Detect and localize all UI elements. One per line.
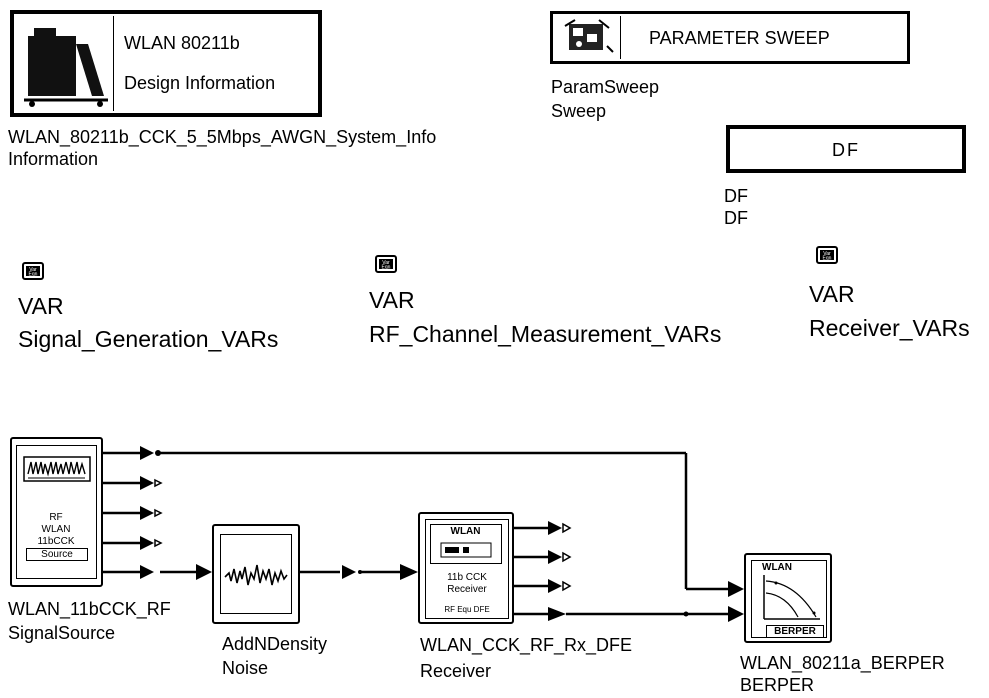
var-name-label: Signal_Generation_VARs [18, 326, 279, 352]
design-info-line1: WLAN 80211b [124, 33, 240, 53]
sweep-icon [564, 19, 614, 53]
param-sweep-icon-panel [555, 16, 621, 59]
svg-text:Var: Var [29, 267, 37, 273]
receiver-inner-top: WLAN [450, 526, 481, 537]
df-title: DF [832, 140, 860, 160]
param-sweep-title: PARAMETER SWEEP [649, 28, 830, 48]
receiver-screen-icon [440, 542, 492, 558]
receiver-inner-bottom: RF Equ DFE [444, 605, 490, 614]
svg-text:Eqn: Eqn [823, 256, 832, 262]
signal-source-inner-line3: 11bCCK [37, 536, 75, 547]
berper-block[interactable]: WLAN BERPER [744, 553, 832, 643]
svg-text:Var: Var [382, 260, 390, 266]
svg-text:Var: Var [823, 251, 831, 257]
signal-source-type-label: SignalSource [8, 623, 116, 643]
berper-type-label: BERPER [740, 675, 815, 695]
receiver-type-label: Receiver [420, 661, 492, 681]
var-name-label: RF_Channel_Measurement_VARs [369, 321, 722, 347]
signal-source-inner-line1: RF [49, 512, 63, 523]
receiver-instance-name: WLAN_CCK_RF_Rx_DFE [420, 635, 633, 655]
signal-source-inner-line2: WLAN [41, 524, 71, 535]
noise-type-label: Noise [222, 658, 269, 678]
var-icon[interactable]: Var Eqn [816, 246, 838, 264]
noise-inner [220, 534, 292, 614]
signal-source-block[interactable]: RF WLAN 11bCCK Source [10, 437, 103, 587]
receiver-inner: WLAN 11b CCK Receiver RF Equ DFE [425, 519, 509, 619]
var-type-label: VAR [369, 287, 415, 313]
berper-inner: WLAN BERPER [751, 560, 827, 638]
design-info-instance-name: WLAN_80211b_CCK_5_5Mbps_AWGN_System_Info [8, 127, 437, 147]
design-info-block[interactable]: WLAN 80211b Design Information [10, 10, 322, 117]
svg-text:Eqn: Eqn [29, 272, 38, 278]
berper-instance-name: WLAN_80211a_BERPER [740, 653, 945, 673]
noise-block[interactable] [212, 524, 300, 624]
var-type-label: VAR [809, 281, 855, 307]
df-instance-name: DF [724, 186, 748, 206]
receiver-block[interactable]: WLAN 11b CCK Receiver RF Equ DFE [418, 512, 514, 624]
berper-inner-bottom: BERPER [766, 625, 824, 638]
var-icon[interactable]: Var Eqn [22, 262, 44, 280]
signal-source-inner: RF WLAN 11bCCK Source [16, 445, 97, 579]
noise-waveform-icon [224, 564, 288, 586]
var-icon[interactable]: Var Eqn [375, 255, 397, 273]
svg-text:Eqn: Eqn [382, 265, 391, 271]
design-info-icon-panel [16, 16, 114, 111]
param-sweep-instance-name: ParamSweep [551, 77, 660, 97]
design-info-type-label: Information [8, 149, 99, 169]
var-name-label: Receiver_VARs [809, 315, 970, 341]
receiver-inner-line2: Receiver [447, 584, 487, 595]
df-block[interactable]: DF [726, 125, 966, 173]
var-type-label: VAR [18, 293, 64, 319]
df-type-label: DF [724, 208, 748, 228]
noise-instance-name: AddNDensity [222, 634, 328, 654]
berper-inner-top: WLAN [762, 562, 792, 573]
receiver-screen: WLAN [430, 524, 502, 564]
design-info-line2: Design Information [124, 73, 276, 93]
ber-curve-icon [763, 575, 820, 620]
param-sweep-type-label: Sweep [551, 101, 607, 121]
param-sweep-block[interactable]: PARAMETER SWEEP [550, 11, 910, 64]
signal-source-inner-line4: Source [26, 548, 88, 561]
binder-icon [24, 28, 108, 107]
signal-source-instance-name: WLAN_11bCCK_RF [8, 599, 171, 619]
spectrum-icon [23, 456, 91, 482]
receiver-inner-line1: 11b CCK [447, 572, 487, 583]
